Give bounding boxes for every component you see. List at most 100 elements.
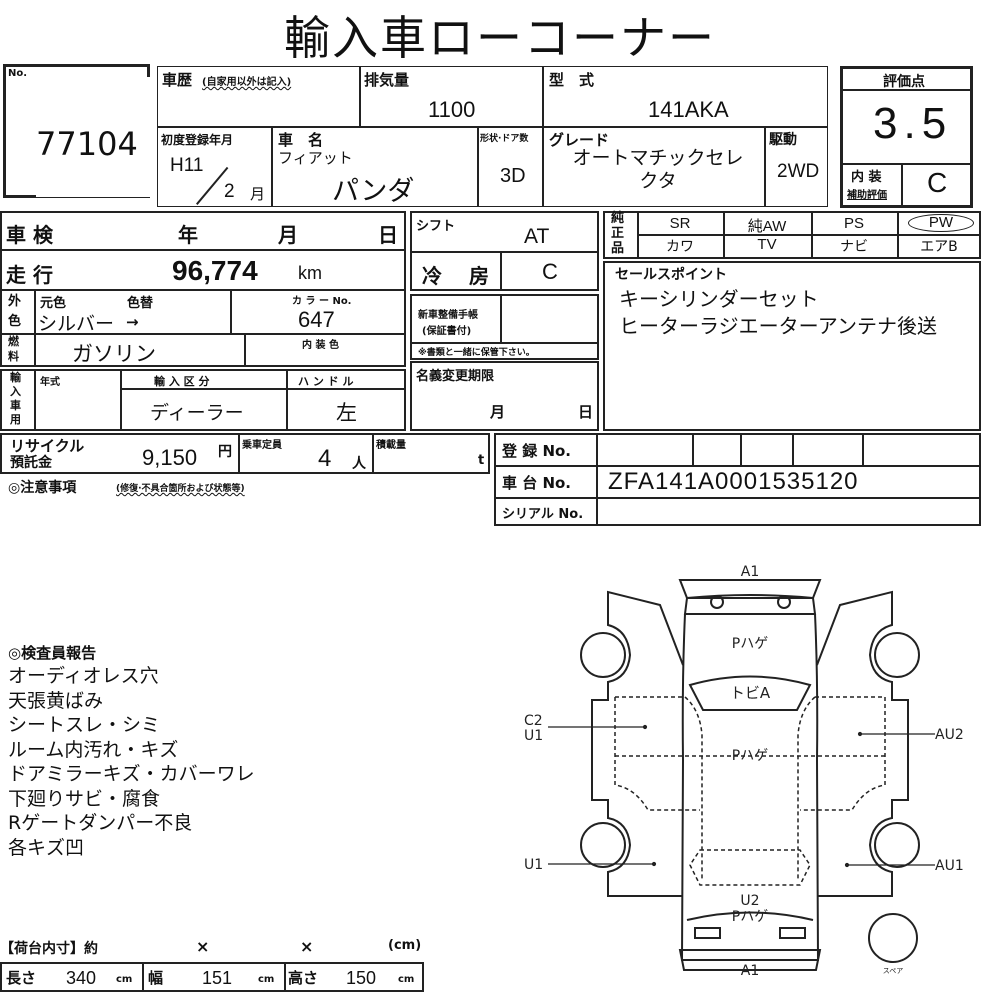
inspection-label: 車 検 — [6, 223, 53, 247]
history-label: 車歴 — [162, 71, 193, 89]
diag-windshield: トビA — [730, 684, 771, 702]
car-name-cell: 車 名 フィアット パンダ — [271, 126, 479, 207]
import-row: 輸入車用 年式 輸 入 区 分 ディーラー ハ ン ド ル 左 — [0, 369, 406, 431]
displacement-cell: 排気量 1100 — [359, 66, 544, 128]
fuel-row: 燃料 ガソリン 内 装 色 — [0, 333, 406, 367]
car-name: パンダ — [332, 176, 415, 207]
opt-tv: TV — [757, 236, 777, 253]
reg-no-label: 登 録 No. — [502, 442, 572, 460]
width-label: 幅 — [148, 969, 164, 987]
drive-value: 2WD — [777, 161, 820, 182]
diag-roof: Pハゲ — [732, 748, 768, 764]
cargo-unit-label: (cm) — [388, 938, 422, 953]
interior-label: 内 装 — [851, 170, 882, 185]
capacity-value: 4 — [318, 445, 332, 472]
history-cell: 車歴 (自家用以外は記入) — [157, 66, 361, 128]
ac-row: 冷 房 C — [410, 251, 599, 291]
recycle-label2: 預託金 — [10, 455, 52, 471]
page-title: 輸入車ローコーナー — [284, 11, 716, 65]
name-change-label: 名義変更期限 — [416, 369, 495, 384]
inspection-month: 月 — [278, 223, 298, 247]
grade-value: オートマチックセレクタ — [572, 147, 744, 192]
name-change-month: 月 — [490, 403, 506, 421]
manual-sub: (保証書付) — [422, 326, 472, 337]
opt-airbag: エアB — [920, 239, 958, 255]
length-label: 長さ — [6, 969, 37, 987]
chassis-no-label: 車 台 No. — [502, 474, 572, 492]
doors-cell: 形状·ドア数 3D — [477, 126, 544, 207]
opt-navi: ナビ — [840, 239, 868, 255]
sales-point-line: キーシリンダーセット — [619, 287, 819, 311]
manual-label: 新車整備手帳 — [418, 310, 478, 321]
name-change-row: 名義変更期限 月 日 — [410, 361, 599, 431]
doors-value: 3D — [500, 165, 526, 187]
car-name-label: 車 名 — [278, 131, 324, 149]
opt-aw: 純AW — [747, 218, 787, 235]
grade-label: グレード — [549, 131, 610, 149]
car-outline-icon — [580, 579, 920, 971]
shift-row: シフト AT — [410, 211, 599, 253]
model-value: 141AKA — [648, 97, 729, 122]
diag-hood: Pハゲ — [732, 636, 768, 652]
interior-rating: C — [927, 167, 948, 198]
serial-no-label: シリアル No. — [502, 507, 584, 522]
diag-rear-paint: Pハゲ — [732, 909, 768, 925]
capacity-label: 乗車定員 — [242, 440, 282, 451]
mileage-value: 96,774 — [172, 255, 258, 286]
opt-pw-circled: PW — [908, 214, 974, 232]
recycle-unit: 円 — [218, 444, 232, 460]
load-label: 積載量 — [376, 440, 406, 451]
import-class-label: 輸 入 区 分 — [154, 375, 210, 388]
diag-rear-marks: U2 — [740, 893, 759, 909]
first-reg-label: 初度登録年月 — [161, 133, 234, 147]
drive-label: 駆動 — [769, 132, 797, 148]
first-registration-cell: 初度登録年月 H11 2 月 — [157, 126, 273, 207]
first-reg-month: 2 — [224, 181, 235, 202]
cargo-x: × — [300, 937, 314, 956]
model-label: 型 式 — [549, 71, 595, 89]
sales-point: セールスポイント キーシリンダーセット ヒーターラジエーターアンテナ後送 — [603, 261, 981, 431]
height-unit: cm — [398, 974, 415, 985]
length-value: 340 — [66, 968, 97, 988]
lot-number-box: No. 77104 — [3, 64, 150, 198]
interior-sub: 補助評価 — [847, 190, 887, 201]
report-line: オーディオレス穴 — [8, 665, 159, 687]
first-reg-month-unit: 月 — [250, 185, 266, 203]
manual-row: 新車整備手帳 (保証書付) ※書類と一緒に保管下さい。 — [410, 294, 599, 360]
recycle-value: 9,150 — [142, 445, 198, 470]
lot-number-label: No. — [8, 68, 28, 79]
shift-value: AT — [524, 225, 550, 248]
width-unit: cm — [258, 974, 275, 985]
diag-right-rear: AU1 — [935, 858, 964, 874]
manual-note: ※書類と一緒に保管下さい。 — [418, 348, 535, 358]
name-change-day: 日 — [578, 403, 594, 421]
color-no: 647 — [298, 307, 335, 332]
opt-leather: カワ — [666, 239, 694, 255]
inspection-row: 車 検 年 月 日 — [0, 211, 406, 251]
inspector-report: ◎検査員報告 オーディオレス穴 天張黄ばみ シートスレ・シミ ルーム内汚れ・キズ… — [8, 642, 255, 860]
import-year-label: 年式 — [40, 377, 60, 388]
diag-right-front: AU2 — [935, 727, 964, 743]
rating-score: 3.5 — [873, 99, 953, 148]
report-line: 下廻りサビ・腐食 — [8, 787, 161, 810]
length-unit: cm — [116, 974, 133, 985]
inspection-year: 年 — [178, 223, 198, 247]
import-side-label: 輸入車用 — [10, 371, 21, 426]
sales-point-label: セールスポイント — [615, 267, 727, 283]
history-note: (自家用以外は記入) — [202, 77, 292, 88]
diag-rear: A1 — [741, 963, 759, 979]
doors-label: 形状·ドア数 — [480, 134, 529, 144]
report-line: 天張黄ばみ — [8, 689, 104, 712]
opt-sr: SR — [669, 215, 691, 232]
fuel-side-label: 燃料 — [8, 335, 19, 363]
mileage-row: 走 行 96,774 km — [0, 249, 406, 291]
orig-color: シルバー — [38, 313, 115, 335]
recycle-label: リサイクル — [10, 437, 85, 455]
report-line: Rゲートダンパー不良 — [8, 812, 193, 834]
notes-label: ◎注意事項 — [8, 480, 77, 496]
height-label: 高さ — [288, 969, 319, 987]
sales-point-line: ヒーターラジエーターアンテナ後送 — [619, 314, 937, 338]
report-line: シートスレ・シミ — [8, 714, 161, 736]
genuine-parts: 純正品 SR 純AW PS PW カワ TV ナビ エアB — [603, 211, 981, 259]
color-side-label: 外色 — [8, 294, 22, 329]
